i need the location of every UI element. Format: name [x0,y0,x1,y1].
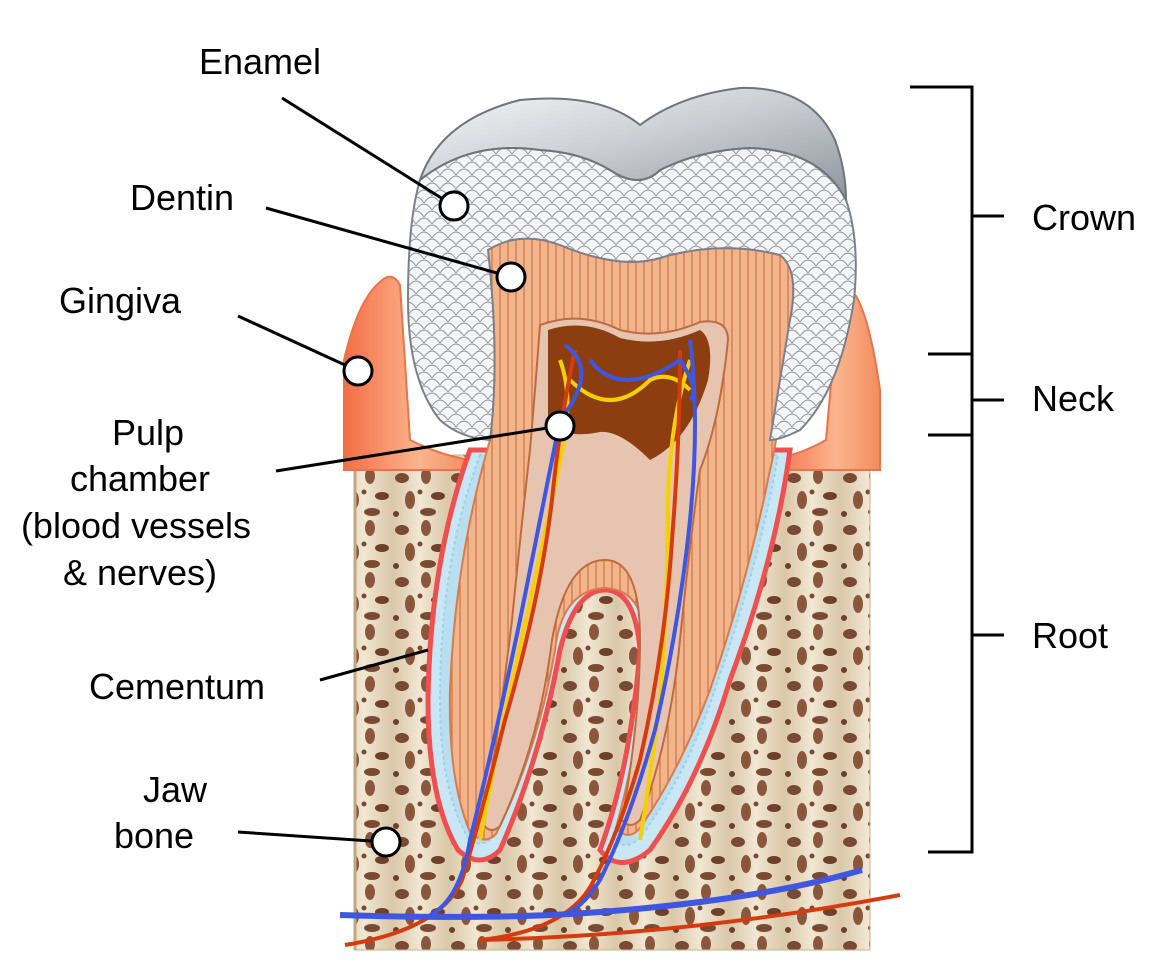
label-pulp-line3: (blood vessels [21,505,251,546]
leader-jaw-bone [237,830,387,844]
marker-gingiva [342,355,374,387]
leader-enamel [281,96,455,208]
label-gingiva: Gingiva [59,280,182,321]
leader-cementum [319,648,429,682]
region-brackets [910,85,1004,854]
label-cementum: Cementum [89,666,265,707]
marker-jaw-bone [370,826,402,858]
label-pulp-line1: Pulp [112,412,184,453]
leader-dentin [265,206,512,279]
labels: Enamel Dentin Gingiva Pulp chamber (bloo… [21,41,321,856]
pulp-chamber [482,317,730,831]
pointer-markers [342,190,576,858]
label-enamel: Enamel [199,41,321,82]
label-pulp-line4: & nerves) [63,552,217,593]
leader-pulp [275,424,561,473]
leader-gingiva [237,314,359,373]
marker-enamel [438,190,470,222]
region-labels: Crown Neck Root [1032,197,1136,656]
label-dentin: Dentin [130,177,234,218]
enamel [406,86,857,442]
leader-lines [237,96,561,844]
bracket-neck [928,354,974,437]
veins [339,339,863,920]
bracket-crown [910,85,974,356]
bracket-root [928,435,974,854]
label-pulp-line2: chamber [70,458,210,499]
marker-pulp [544,410,576,442]
label-jaw-line2: bone [114,815,194,856]
label-jaw-line1: Jaw [143,769,208,810]
region-neck: Neck [1032,378,1115,419]
marker-dentin [495,261,527,293]
region-crown: Crown [1032,197,1136,238]
region-root: Root [1032,615,1108,656]
